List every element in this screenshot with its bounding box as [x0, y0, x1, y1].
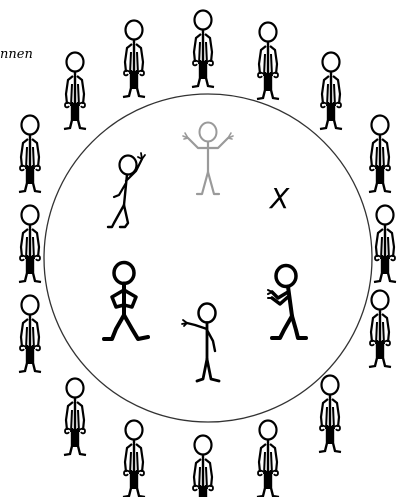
outer-ring-figures: [19, 11, 396, 497]
inner-figure-clapping: [268, 266, 306, 339]
ring-figure-top-center: [192, 11, 214, 88]
x-mark: X: [268, 182, 290, 215]
ring-figure-left-3: [19, 296, 41, 373]
ring-figure-bottom-right-2: [319, 376, 341, 453]
ring-figure-bottom-left-2: [64, 379, 86, 456]
ring-figure-right-2: [374, 206, 396, 283]
ring-figure-right-3: [369, 291, 391, 368]
inner-figure-hands-on-hips: [104, 263, 148, 340]
ring-figure-left-2: [19, 206, 41, 283]
ring-figure-top-right-2: [320, 53, 342, 130]
inner-figure-ghost-arms-raised: [183, 123, 233, 195]
ring-figure-top-right-1: [257, 23, 279, 100]
ring-figure-top-left-1: [123, 21, 145, 98]
ring-figure-right-1: [369, 116, 391, 193]
ring-figure-top-left-2: [64, 53, 86, 130]
ring-figure-bottom-right-1: [257, 421, 279, 497]
ring-figure-bottom-left-1: [123, 421, 145, 497]
inner-figure-pointing-up: [108, 153, 145, 227]
ring-figure-bottom-center: [192, 436, 214, 497]
ring-figure-left-1: [19, 116, 41, 193]
corner-label: nnen: [0, 47, 33, 62]
inner-figure-pointing-left: [182, 304, 219, 382]
